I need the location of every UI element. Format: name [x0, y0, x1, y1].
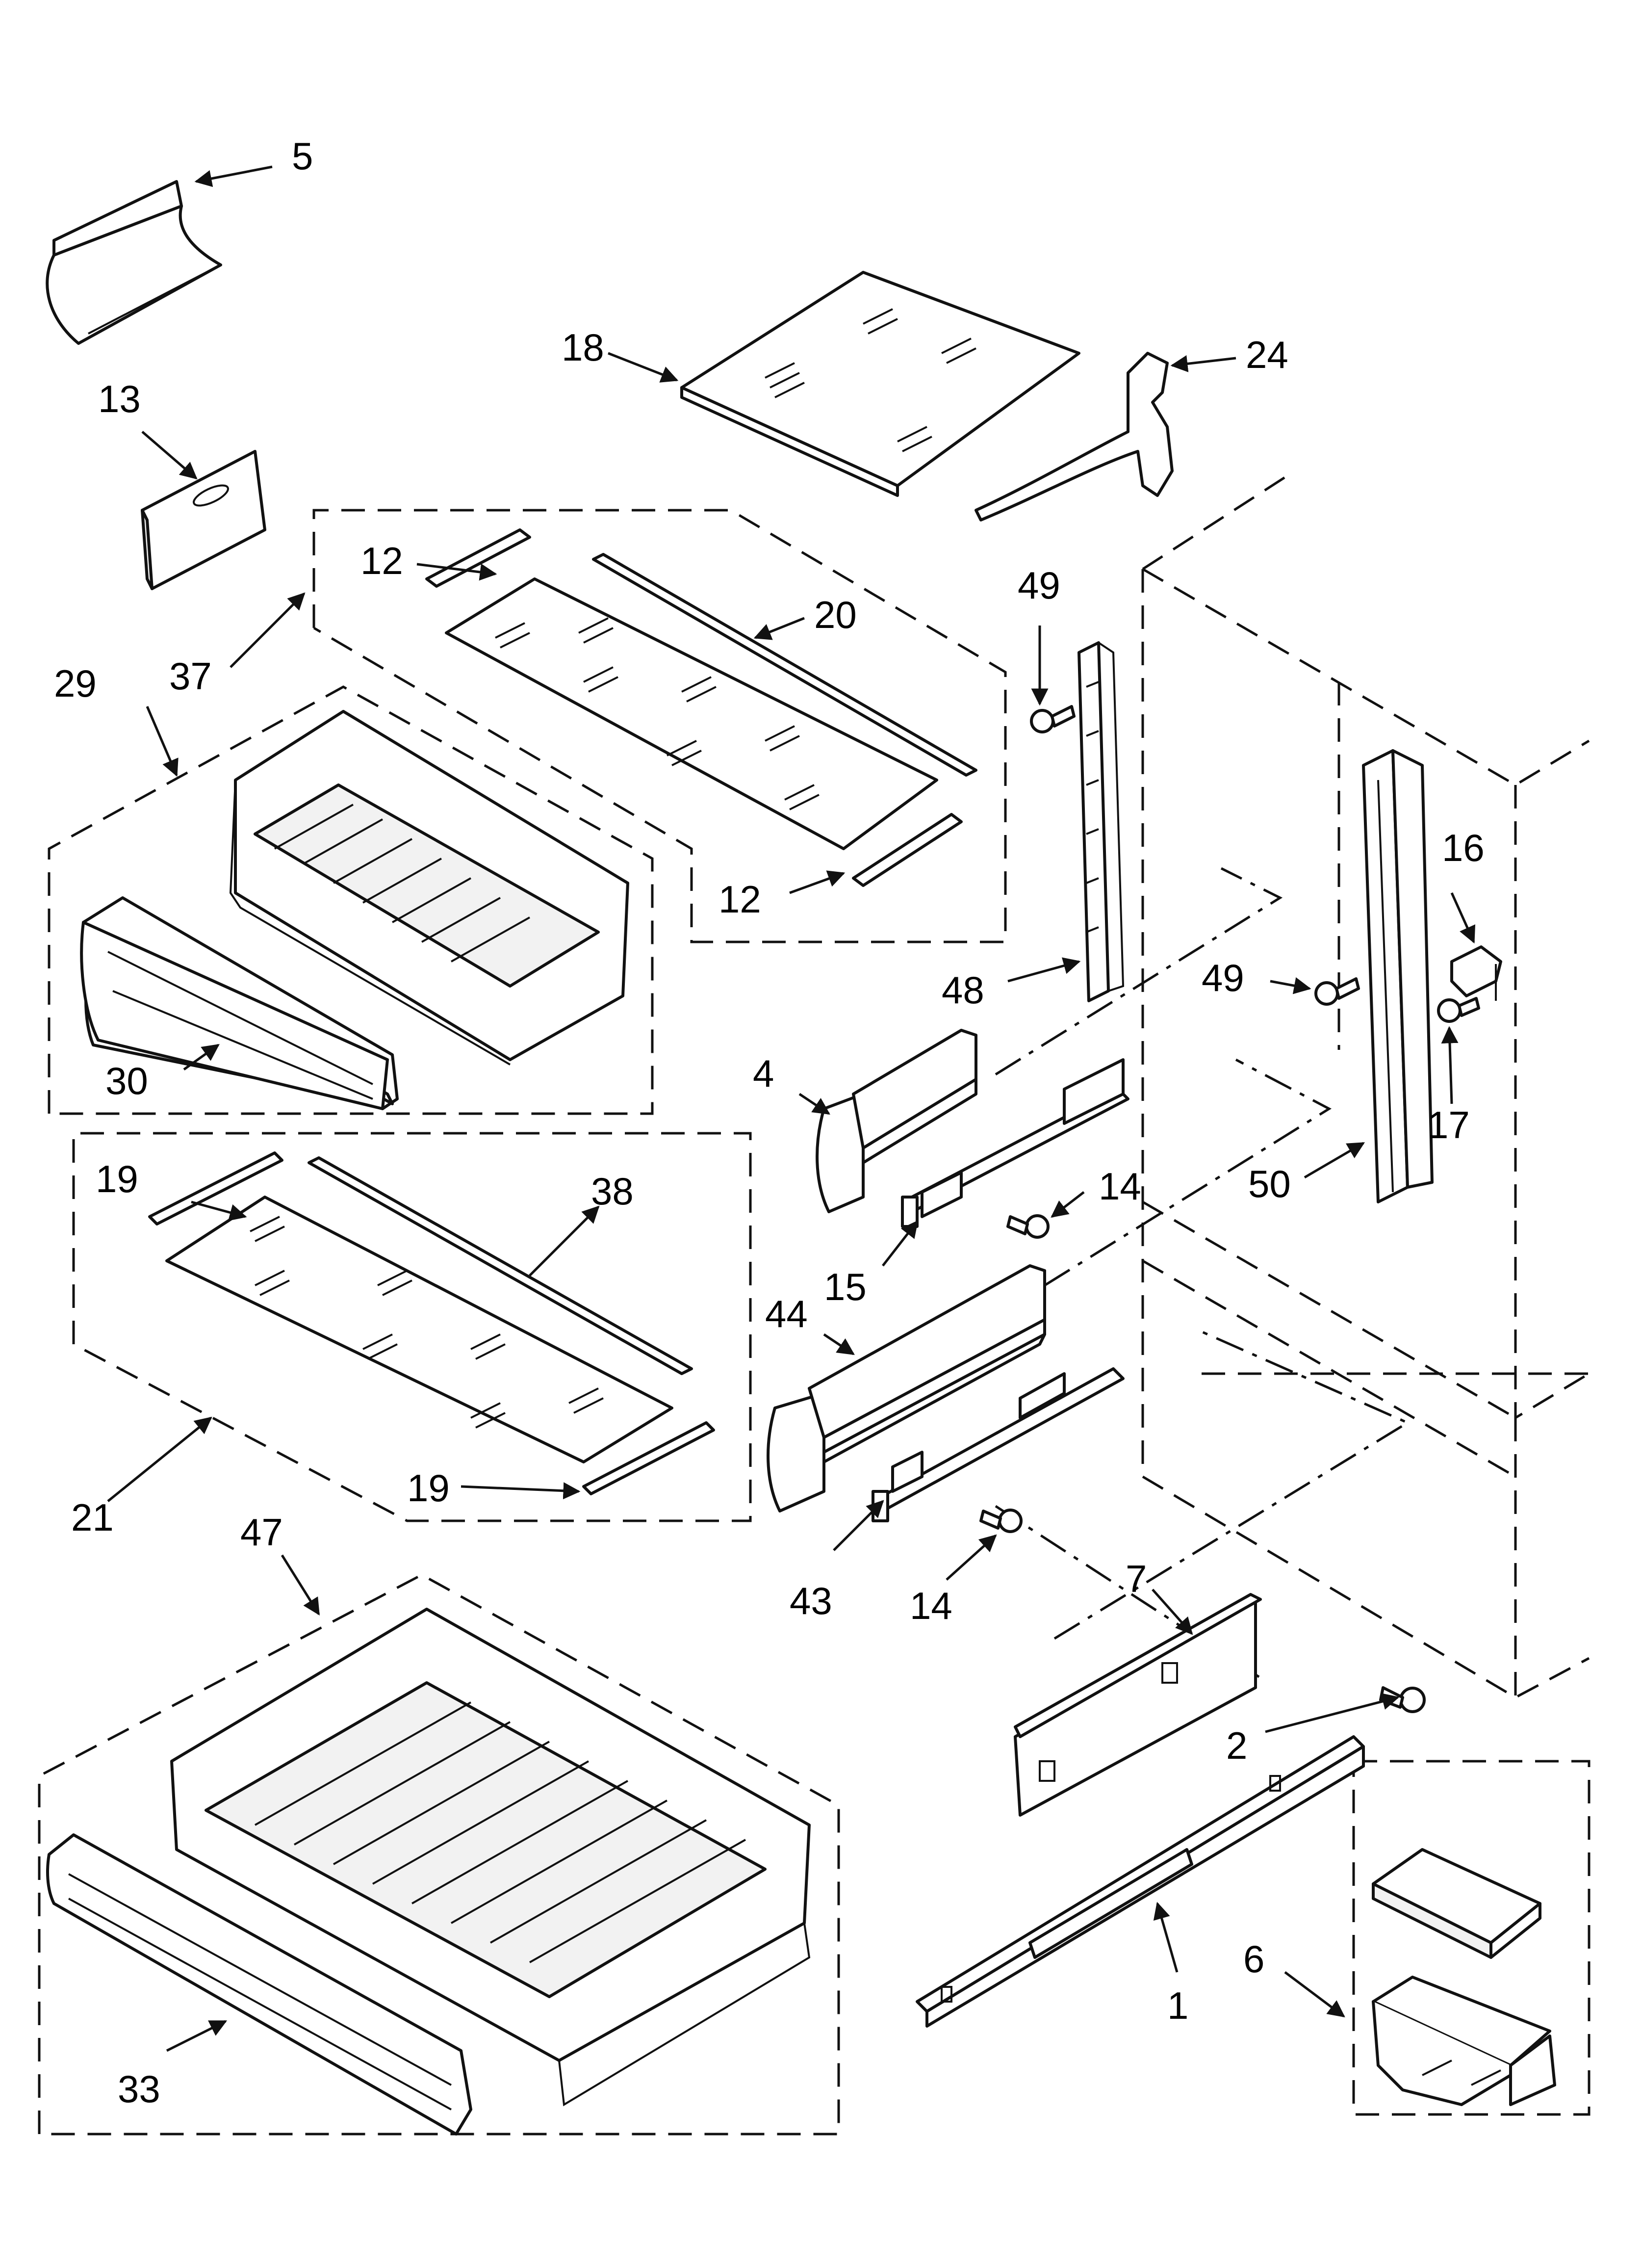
glass-shelf-part-18[interactable] [680, 271, 1080, 497]
callout-21: 21 [71, 1496, 114, 1539]
glass-shelf-part-38[interactable] [148, 1151, 715, 1495]
callout-16: 16 [1442, 826, 1485, 869]
butter-bin-part-6[interactable] [1372, 1848, 1556, 2106]
callout-14-lower: 14 [910, 1584, 952, 1627]
callout-18: 18 [562, 326, 604, 369]
callout-14-upper: 14 [1099, 1165, 1141, 1208]
callout-13: 13 [98, 377, 141, 420]
callout-15: 15 [824, 1265, 867, 1308]
callout-7: 7 [1126, 1557, 1147, 1600]
callout-17: 17 [1427, 1103, 1470, 1147]
drawer-cover-part-33[interactable] [46, 1833, 472, 2136]
callout-19-top: 19 [96, 1157, 138, 1200]
rail-part-50[interactable] [1362, 749, 1434, 1203]
callout-50: 50 [1248, 1162, 1291, 1205]
leader-lines [107, 165, 1476, 2052]
callout-12-bottom: 12 [718, 878, 761, 921]
glass-shelf-part-20[interactable] [425, 528, 977, 887]
mounting-plate-part-7[interactable] [1014, 1593, 1262, 1817]
callout-labels: 5 18 24 13 12 20 37 29 12 49 48 49 16 17… [54, 134, 1485, 2111]
callout-48: 48 [942, 968, 984, 1012]
callout-43: 43 [790, 1579, 832, 1622]
callout-33: 33 [118, 2067, 160, 2111]
callout-1: 1 [1167, 1984, 1188, 2027]
callout-29: 29 [54, 662, 97, 705]
callout-2: 2 [1226, 1724, 1247, 1767]
screw-part-14-lower[interactable] [979, 1509, 1023, 1533]
slide-assembly-part-44[interactable] [767, 1264, 1046, 1512]
bracket-part-24[interactable] [975, 352, 1174, 521]
screw-part-17[interactable] [1437, 997, 1480, 1023]
crisper-cover-part-30[interactable] [80, 896, 399, 1110]
callout-38: 38 [591, 1170, 634, 1213]
crisper-part-29[interactable] [229, 710, 629, 1066]
callout-4: 4 [753, 1052, 774, 1095]
callout-37: 37 [169, 654, 212, 698]
callout-12-top: 12 [360, 539, 403, 582]
drawer-bin-part-47[interactable] [170, 1608, 811, 2107]
screw-part-14-upper[interactable] [1006, 1214, 1050, 1239]
screw-part-49-upper[interactable] [1030, 705, 1076, 733]
drawer-slide-part-1[interactable] [916, 1735, 1365, 2028]
callout-47: 47 [240, 1511, 283, 1554]
callout-20: 20 [814, 593, 857, 636]
slide-assembly-part-4[interactable] [816, 1029, 1129, 1228]
callout-49-lower: 49 [1202, 956, 1244, 999]
assembly-outlines [38, 469, 1591, 2136]
callout-30: 30 [105, 1059, 148, 1102]
callout-49-upper: 49 [1018, 564, 1060, 607]
callout-5: 5 [292, 134, 313, 178]
callout-6: 6 [1243, 1937, 1264, 1981]
screw-part-49-lower[interactable] [1314, 977, 1360, 1006]
clip-part-16[interactable] [1450, 945, 1502, 1001]
callout-24: 24 [1246, 333, 1288, 376]
callout-44: 44 [765, 1292, 808, 1335]
callout-19-bottom: 19 [407, 1466, 450, 1510]
shelf-trim-part-5[interactable] [46, 180, 222, 345]
rail-part-48[interactable] [1078, 641, 1125, 1002]
divider-part-13[interactable] [141, 450, 266, 590]
